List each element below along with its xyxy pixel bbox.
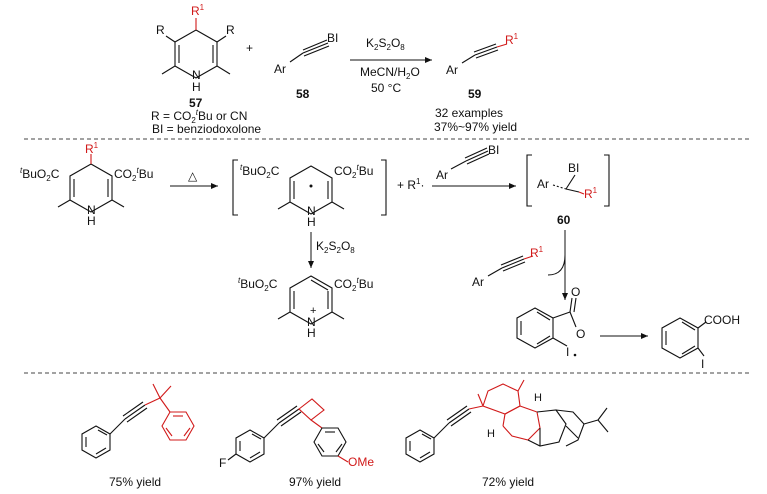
example-1-structure — [81, 383, 195, 459]
radical-bracket-left — [232, 159, 238, 216]
product-r1-label: R1 — [505, 32, 519, 47]
example-2-yield: 97% yield — [289, 475, 341, 489]
mech-dhp-nitrogen: N — [87, 203, 96, 217]
iodo-radical-dot — [573, 353, 577, 357]
example-3-yield: 72% yield — [482, 475, 534, 489]
radical-ester-right: CO2tBu — [334, 163, 373, 180]
examples-count: 32 examples — [435, 106, 503, 120]
example-2-fluorine: F — [219, 456, 226, 470]
mech-alkyne-ar: Ar — [436, 168, 448, 182]
iodo-carbonyl-o: O — [571, 285, 580, 299]
iodo-i: I — [566, 345, 569, 359]
int60-bracket-right — [604, 154, 610, 207]
example-3-h-bottom: H — [487, 428, 495, 440]
radical-dot — [309, 184, 313, 188]
examples: 75% yield F OMe 97% yield — [81, 379, 609, 489]
dhp-r-left-label: R — [156, 23, 165, 37]
compound-60-label: 60 — [557, 213, 571, 227]
mechanism: R1 tBuO2C CO2tBu N H △ tBuO2C CO2tBu N H… — [20, 141, 740, 371]
plus-sign: + — [246, 41, 253, 55]
condition-solvent: MeCN/H2O — [360, 65, 420, 81]
condition-temperature: 50 °C — [371, 81, 401, 95]
example-3-h-top: H — [534, 392, 542, 404]
yield-range: 37%~97% yield — [434, 120, 517, 134]
heat-symbol: △ — [188, 169, 198, 183]
alkynyl-bi-58-structure: Ar BI — [274, 31, 338, 76]
alkyne-bi-label: BI — [327, 31, 338, 45]
example-2-structure: F OMe — [219, 398, 374, 470]
product-ar-label: Ar — [446, 63, 458, 77]
pyridinium-structure: tBuO2C CO2tBu + N H — [238, 275, 373, 340]
example-2-methoxy: OMe — [348, 455, 374, 469]
pyridinium-plus: + — [310, 305, 316, 317]
condition-oxidant: K2S2O8 — [366, 36, 405, 52]
int60-r1: R1 — [584, 186, 598, 201]
note-r-substituent: R = CO2tBu or CN — [151, 108, 247, 125]
dhp-radical-structure: tBuO2C CO2tBu N H — [240, 163, 373, 229]
r1-radical-label: + R1· — [397, 177, 424, 192]
iodo-ring-o: O — [576, 327, 585, 341]
alkyne-product-59-structure: Ar R1 — [446, 32, 519, 77]
fragmentation-arrow — [547, 230, 566, 276]
dhp-r1-label: R1 — [191, 3, 205, 18]
pyridinium-nitrogen: N — [307, 315, 316, 329]
pyridinium-hydrogen: H — [307, 326, 316, 340]
mech-r1-label: R1 — [85, 141, 99, 156]
radical-nitrogen: N — [307, 204, 316, 218]
oxidation-reagent: K2S2O8 — [316, 239, 355, 255]
mech-ester-right: CO2tBu — [114, 166, 153, 183]
dhp-r-right-label: R — [226, 23, 235, 37]
vinyl-radical-60-structure: Ar BI R1 — [537, 161, 598, 201]
mech-product-ar: Ar — [472, 275, 484, 289]
mech-alkyne-bi: Ar BI — [436, 143, 499, 182]
example-3-structure: H H — [405, 379, 609, 463]
mech-product-alkyne: Ar R1 — [472, 245, 544, 289]
int60-ar: Ar — [537, 177, 549, 191]
benzoic-cooh: COOH — [704, 313, 740, 327]
compound-57-label: 57 — [189, 96, 203, 110]
note-bi-definition: BI = benziodoxolone — [152, 122, 261, 136]
int60-bi: BI — [568, 161, 579, 175]
mech-ester-left: tBuO2C — [20, 166, 60, 183]
pyridinium-ester-right: CO2tBu — [334, 276, 373, 293]
alkyne-ar-label: Ar — [274, 62, 286, 76]
iodo-benzoxole-structure: O O I — [516, 285, 585, 359]
radical-hydrogen: H — [307, 215, 316, 229]
mech-dhp-hydrogen: H — [87, 214, 96, 228]
general-reaction: R1 R R N H 57 R = CO2tBu or CN BI = benz… — [151, 3, 519, 136]
dihydropyridine-57-structure: R1 R R N H — [156, 3, 235, 94]
benzoic-iodine: I — [701, 357, 704, 371]
iodobenzoic-acid-structure: COOH I — [661, 313, 740, 371]
radical-bracket-right — [381, 159, 387, 216]
radical-ester-left: tBuO2C — [240, 163, 280, 180]
example-1-yield: 75% yield — [109, 475, 161, 489]
dhp-nitrogen-label: N — [192, 68, 201, 82]
mech-alkyne-bi-label: BI — [488, 143, 499, 157]
dhp-hydrogen-label: H — [192, 80, 201, 94]
compound-59-label: 59 — [468, 87, 482, 101]
pyridinium-ester-left: tBuO2C — [238, 276, 278, 293]
mech-product-r1: R1 — [530, 245, 544, 260]
mechanism-dhp-structure: R1 tBuO2C CO2tBu N H — [20, 141, 153, 228]
int60-bracket-left — [526, 154, 532, 207]
compound-58-label: 58 — [296, 87, 310, 101]
